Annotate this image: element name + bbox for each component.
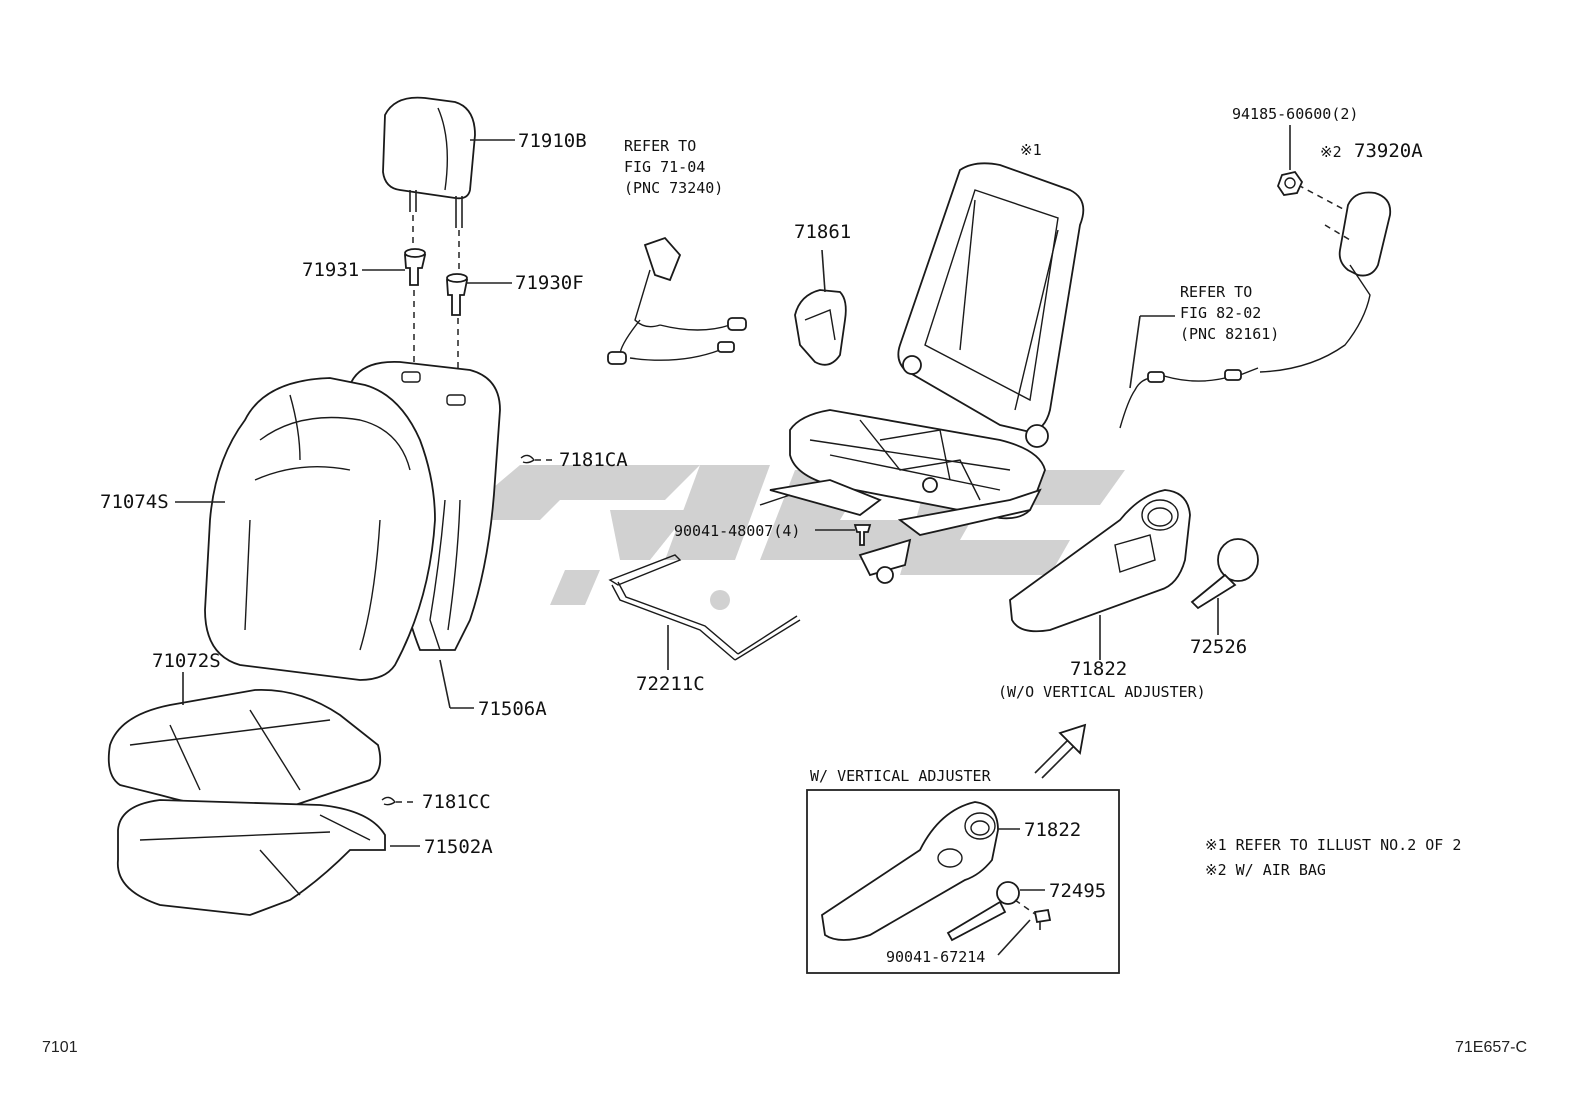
label-94185: 94185-60600(2) (1232, 105, 1358, 123)
shield-71861 (794, 289, 847, 366)
clip-7181CC (381, 796, 397, 806)
label-71502A: 71502A (424, 836, 493, 858)
label-71822-top: 71822 (1070, 658, 1127, 680)
refer2-line2: FIG 82-02 (1180, 304, 1261, 322)
label-w-vertical: W/ VERTICAL ADJUSTER (810, 767, 992, 785)
note-2: ※2 W/ AIR BAG (1205, 861, 1326, 879)
note-1: ※1 REFER TO ILLUST NO.2 OF 2 (1205, 836, 1461, 854)
lever-72495 (946, 881, 1020, 942)
harness-82161 (1119, 369, 1242, 429)
headrest-support-71931 (404, 248, 427, 362)
label-71506A: 71506A (478, 698, 547, 720)
label-note1-mark: ※1 (1020, 141, 1042, 159)
label-71930F: 71930F (515, 272, 584, 294)
label-90041-67214: 90041-67214 (886, 948, 985, 966)
label-71072S: 71072S (152, 650, 221, 672)
leader-refer2-v (1129, 315, 1141, 389)
side-shield-71822 (1009, 489, 1191, 633)
seat-frame-part (759, 162, 1085, 584)
seatbelt-buckle-part (607, 236, 747, 365)
leader-71506A (439, 659, 451, 709)
screw-90041-67214 (1014, 899, 1052, 930)
bolt-90041-48007 (853, 524, 872, 546)
label-71074S: 71074S (100, 491, 169, 513)
label-90041-48007: 90041-48007(4) (674, 522, 800, 540)
headrest-part (382, 96, 476, 275)
label-7181CC: 7181CC (422, 791, 491, 813)
wire-72211C (608, 554, 801, 661)
label-wo-vertical: (W/O VERTICAL ADJUSTER) (998, 683, 1206, 701)
label-71931: 71931 (302, 259, 359, 281)
arrow-to-top (1034, 723, 1087, 779)
leader-71861 (821, 249, 826, 293)
knob-72526 (1190, 538, 1259, 610)
vertical-adjuster-box (806, 789, 1120, 974)
clip-7181CA (520, 454, 536, 464)
airbag-73920A (1229, 170, 1392, 376)
refer2-line3: (PNC 82161) (1180, 325, 1279, 343)
refer1-line2: FIG 71-04 (624, 158, 705, 176)
label-7181CA: 7181CA (559, 449, 628, 471)
label-73920A-mark: ※2 (1320, 143, 1342, 161)
side-shield-71822-box (821, 801, 999, 941)
seatback-cover-part (204, 361, 501, 681)
leader-90041-67214 (997, 919, 1031, 956)
footer-left-code: 7101 (42, 1039, 78, 1056)
refer2-line1: REFER TO (1180, 283, 1252, 301)
refer1-line3: (PNC 73240) (624, 179, 723, 197)
refer1-line1: REFER TO (624, 137, 696, 155)
label-71822-box: 71822 (1024, 819, 1081, 841)
label-72495: 72495 (1049, 880, 1106, 902)
label-72526: 72526 (1190, 636, 1247, 658)
label-73920A: 73920A (1354, 140, 1423, 162)
seat-cushion-part (107, 688, 386, 916)
label-72211C: 72211C (636, 673, 705, 695)
footer-right-code: 71E657-C (1455, 1039, 1527, 1056)
label-71910B: 71910B (518, 130, 587, 152)
label-71861: 71861 (794, 221, 851, 243)
